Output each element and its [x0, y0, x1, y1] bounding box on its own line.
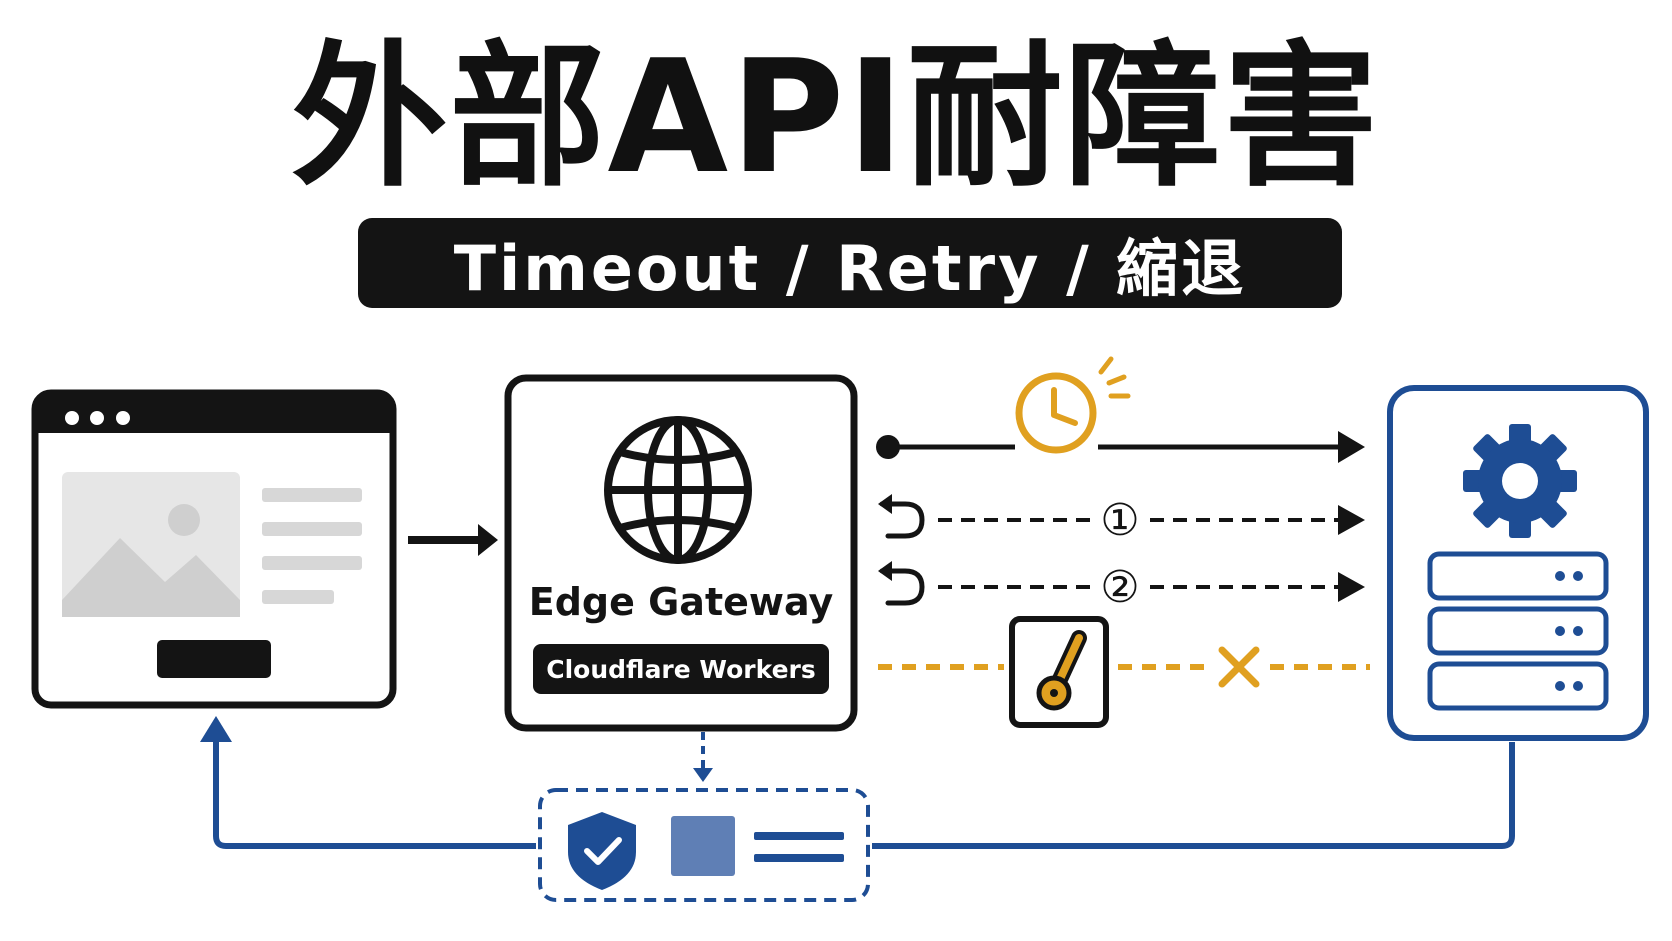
arrow-head-icon — [1338, 431, 1365, 463]
circuit-breaker-line — [878, 616, 1370, 728]
gateway-name: Edge Gateway — [529, 580, 834, 624]
text-line — [262, 522, 362, 536]
globe-icon — [604, 416, 752, 564]
text-line — [262, 590, 334, 604]
text-line — [262, 556, 362, 570]
platform-label: Cloudflare Workers — [546, 655, 815, 684]
retry-number-2: ② — [1100, 562, 1139, 613]
subtitle-bar: Timeout / Retry / 縮退 — [358, 218, 1342, 308]
retry-line-1: ① — [878, 494, 1365, 546]
fallback-return-path — [200, 716, 1515, 849]
arrow-head-icon — [200, 716, 232, 742]
window-dot-icon — [65, 411, 79, 425]
subtitle: Timeout / Retry / 縮退 — [453, 232, 1247, 305]
image-placeholder-icon — [62, 472, 240, 617]
timeout-request-line — [876, 431, 1365, 463]
clock-icon — [1015, 356, 1131, 454]
text-line — [262, 488, 362, 502]
page-title: 外部API耐障害 — [291, 26, 1381, 208]
window-dot-icon — [116, 411, 130, 425]
gear-icon — [1463, 424, 1577, 538]
arrow-head-icon — [693, 768, 713, 782]
server-stack-icon — [1427, 551, 1609, 711]
client-browser — [31, 389, 397, 709]
platform-badge — [533, 644, 829, 694]
window-dot-icon — [90, 411, 104, 425]
shield-check-icon — [568, 812, 636, 890]
text-line — [754, 832, 844, 840]
retry-arrow-icon — [878, 561, 925, 606]
retry-number-1: ① — [1100, 495, 1139, 546]
circuit-breaker-switch-icon — [1009, 616, 1109, 728]
edge-gateway: Edge Gateway Cloudflare Workers — [504, 374, 858, 732]
arrow-head-icon — [478, 524, 498, 556]
arrow-head-icon — [1338, 505, 1365, 535]
retry-arrow-icon — [878, 494, 925, 539]
external-api-server — [1387, 385, 1649, 741]
arrow-head-icon — [1338, 572, 1365, 602]
cross-icon — [1218, 646, 1260, 688]
fallback-response — [538, 788, 870, 902]
client-button — [157, 640, 271, 678]
text-line — [754, 854, 844, 862]
retry-line-2: ② — [878, 561, 1365, 613]
cached-data-block — [671, 816, 735, 876]
